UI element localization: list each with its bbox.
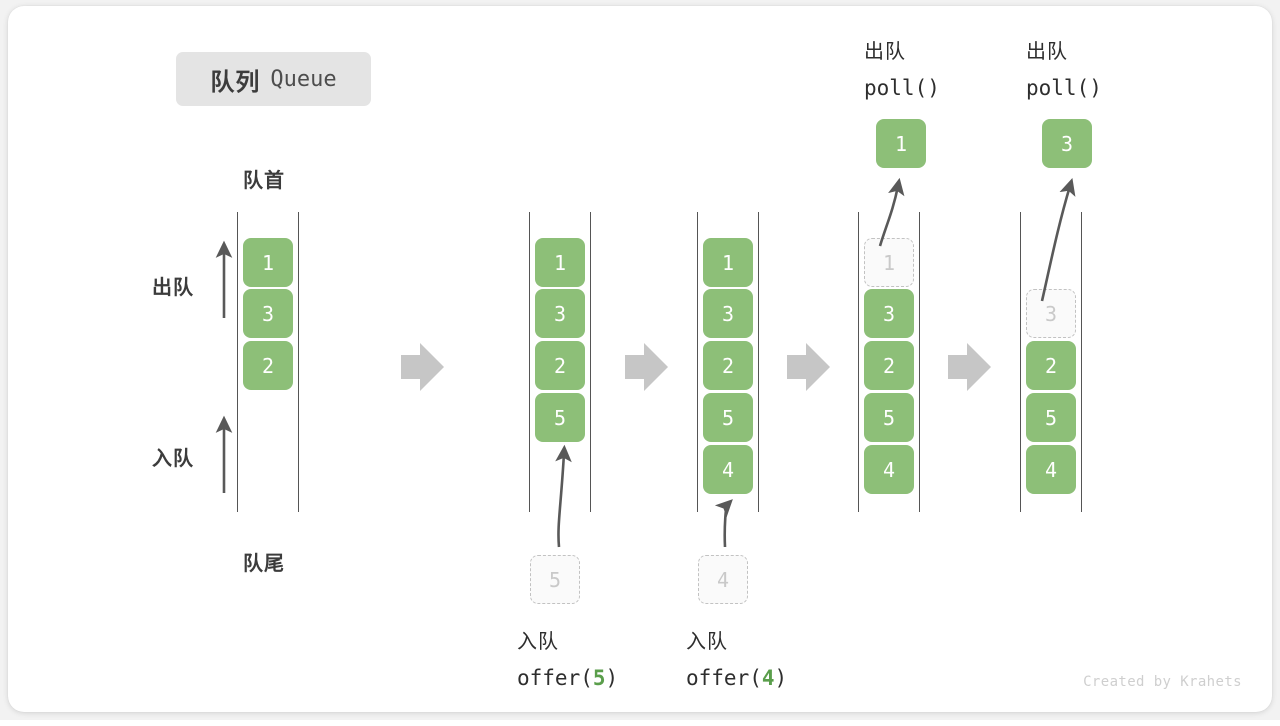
queue-cell: 4 <box>864 445 914 494</box>
step-arrow-4 <box>948 343 991 391</box>
queue-rail-right <box>298 212 299 512</box>
queue-cell: 3 <box>243 289 293 338</box>
queue-cell: 3 <box>703 289 753 338</box>
queue-rail-right <box>590 212 591 512</box>
queue-front-label: 队首 <box>243 170 285 192</box>
queue-cell-removed: 3 <box>1026 289 1076 338</box>
queue-rear-label: 队尾 <box>243 553 285 575</box>
credit-text: Created by Krahets <box>1083 674 1242 690</box>
queue-rail-right <box>758 212 759 512</box>
popped-value-box: 3 <box>1042 119 1092 168</box>
title-english: Queue <box>270 66 337 92</box>
pending-enqueue-box: 4 <box>698 555 748 604</box>
step-arrow-1 <box>401 343 444 391</box>
queue-rail-left <box>858 212 859 512</box>
queue-cell: 2 <box>703 341 753 390</box>
caption-poll-1-line2: poll() <box>864 76 940 100</box>
queue-rail-left <box>529 212 530 512</box>
queue-cell: 5 <box>864 393 914 442</box>
step-arrow-3 <box>787 343 830 391</box>
queue-rail-left <box>237 212 238 512</box>
pop-arrow-3 <box>1040 178 1076 302</box>
queue-rail-left <box>697 212 698 512</box>
step-arrow-2 <box>625 343 668 391</box>
caption-offer-5: 入队 offer(5) <box>517 624 618 696</box>
queue-rail-right <box>919 212 920 512</box>
popped-value-box: 1 <box>876 119 926 168</box>
caption-offer-5-line1: 入队 <box>517 631 559 653</box>
title-badge: 队列 Queue <box>176 52 371 106</box>
queue-cell: 2 <box>1026 341 1076 390</box>
queue-cell: 4 <box>703 445 753 494</box>
arrow-overlay <box>215 177 1076 548</box>
dequeue-direction-label: 出队 <box>152 277 194 299</box>
caption-poll-3-line2: poll() <box>1026 76 1102 100</box>
queue-cell: 2 <box>864 341 914 390</box>
queue-cell: 3 <box>864 289 914 338</box>
caption-poll-3-line1: 出队 <box>1026 41 1068 63</box>
caption-poll-3: 出队 poll() <box>1026 34 1102 106</box>
caption-poll-1-line1: 出队 <box>864 41 906 63</box>
queue-cell: 5 <box>535 393 585 442</box>
insert-arrow-4 <box>714 499 733 548</box>
pop-arrow-1 <box>878 177 905 247</box>
caption-offer-5-line2: offer(5) <box>517 666 619 690</box>
insert-arrow-5 <box>555 444 572 548</box>
queue-rail-right <box>1081 212 1082 512</box>
caption-offer-4: 入队 offer(4) <box>686 624 787 696</box>
queue-cell: 1 <box>535 238 585 287</box>
title-chinese: 队列 <box>210 68 261 96</box>
queue-cell: 2 <box>243 341 293 390</box>
caption-offer-4-line1: 入队 <box>686 631 728 653</box>
queue-cell: 1 <box>243 238 293 287</box>
enqueue-direction-label: 入队 <box>152 448 194 470</box>
queue-cell: 5 <box>1026 393 1076 442</box>
queue-cell-removed: 1 <box>864 238 914 287</box>
queue-cell: 3 <box>535 289 585 338</box>
queue-cell: 1 <box>703 238 753 287</box>
diagram-card: 队列 Queue 队首 队尾 出队 入队 1 3 2 1 3 2 5 5 入队 … <box>8 6 1272 712</box>
queue-rail-left <box>1020 212 1021 512</box>
caption-poll-1: 出队 poll() <box>864 34 940 106</box>
queue-cell: 2 <box>535 341 585 390</box>
pending-enqueue-box: 5 <box>530 555 580 604</box>
queue-cell: 4 <box>1026 445 1076 494</box>
queue-cell: 5 <box>703 393 753 442</box>
caption-offer-4-line2: offer(4) <box>686 666 788 690</box>
